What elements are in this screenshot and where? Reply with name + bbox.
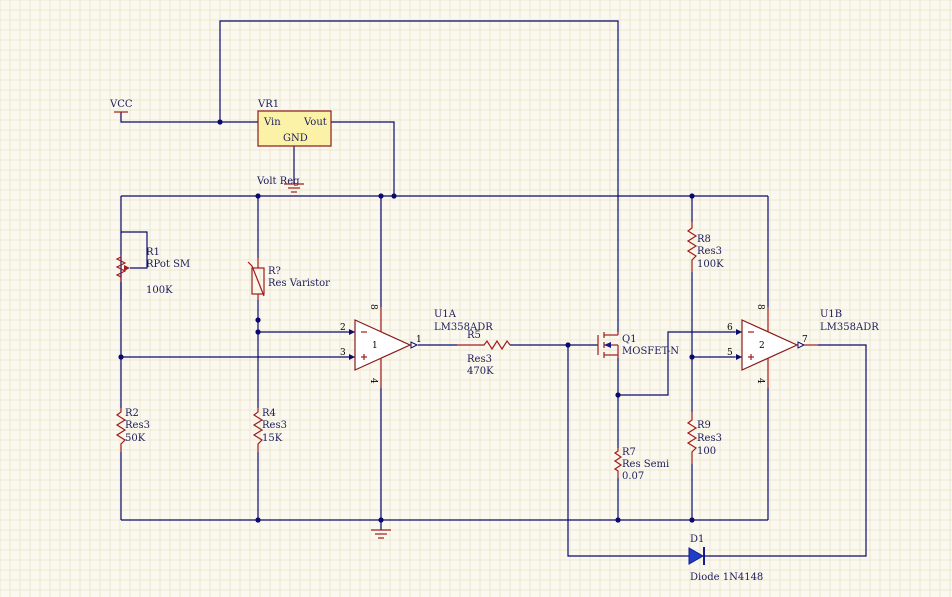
r4-value: 15K xyxy=(262,433,283,444)
rq-designator: R? xyxy=(268,266,281,277)
r9-value: 100 xyxy=(697,446,716,457)
u1a-pin-vminus: 4 xyxy=(368,378,378,384)
u1a-part: LM358ADR xyxy=(434,322,493,333)
resistor-r5[interactable]: R5 Res3 470K xyxy=(457,330,511,377)
r2-value: 50K xyxy=(125,433,146,444)
varistor-r-unknown[interactable]: R? Res Varistor xyxy=(247,258,330,300)
u1b-pin-out: 7 xyxy=(802,335,808,345)
r7-value: 0.07 xyxy=(622,471,644,482)
vr1-pin-gnd: GND xyxy=(283,133,308,144)
r8-type: Res3 xyxy=(697,246,722,257)
u1b-designator: U1B xyxy=(820,309,842,320)
u1a-pin-vplus: 8 xyxy=(368,304,378,310)
resistor-r2[interactable]: R2 Res3 50K xyxy=(115,408,150,452)
resistor-r8[interactable]: R8 Res3 100K xyxy=(686,222,724,272)
d1-type: Diode 1N4148 xyxy=(690,572,763,583)
vcc-power-port[interactable]: VCC xyxy=(109,99,133,113)
u1a-designator: U1A xyxy=(434,309,457,320)
u1a-pin-out: 1 xyxy=(416,335,422,345)
rq-type: Res Varistor xyxy=(268,278,330,289)
r1-type: RPot SM xyxy=(146,259,190,270)
r9-type: Res3 xyxy=(697,433,722,444)
r5-type: Res3 xyxy=(467,354,492,365)
u1a-pin-noninv: 3 xyxy=(340,348,346,358)
diode-d1[interactable]: D1 Diode 1N4148 xyxy=(685,534,763,583)
r5-designator: R5 xyxy=(467,330,481,341)
u1b-pin-vplus: 8 xyxy=(755,304,765,310)
d1-designator: D1 xyxy=(690,534,704,545)
ground-symbol-main xyxy=(371,529,391,539)
r8-designator: R8 xyxy=(697,234,711,245)
r4-designator: R4 xyxy=(262,408,276,419)
r8-value: 100K xyxy=(697,259,724,270)
r2-designator: R2 xyxy=(125,408,139,419)
resistor-r7[interactable]: R7 Res Semi 0.07 xyxy=(613,447,669,482)
r7-designator: R7 xyxy=(622,447,636,458)
r7-type: Res Semi xyxy=(622,459,669,470)
u1b-pin-vminus: 4 xyxy=(755,378,765,384)
ground-symbol-regulator xyxy=(284,183,304,193)
u1a-unit: 1 xyxy=(372,341,378,351)
u1b-pin-inv: 6 xyxy=(727,323,733,333)
r2-type: Res3 xyxy=(125,420,150,431)
vr1-pin-vin: Vin xyxy=(263,117,281,128)
r5-value: 470K xyxy=(467,366,494,377)
q1-designator: Q1 xyxy=(622,334,637,345)
vcc-label: VCC xyxy=(109,99,133,110)
wire-net xyxy=(120,20,867,557)
u1b-pin-noninv: 5 xyxy=(727,348,733,358)
opamp-u1a[interactable]: 2 3 1 1 8 4 U1A LM358ADR xyxy=(340,304,493,388)
r1-designator: R1 xyxy=(146,247,160,258)
q1-type: MOSFET-N xyxy=(622,346,679,357)
u1b-part: LM358ADR xyxy=(820,322,879,333)
mosfet-q1[interactable]: Q1 MOSFET-N xyxy=(597,332,679,358)
opamp-u1b[interactable]: 6 5 2 7 8 4 U1B LM358ADR xyxy=(727,304,879,388)
r1-value: 100K xyxy=(146,285,173,296)
vr1-designator: VR1 xyxy=(257,99,279,110)
u1a-pin-inv: 2 xyxy=(340,323,346,333)
u1b-unit: 2 xyxy=(759,341,765,351)
voltage-regulator-vr1[interactable]: VR1 Vin Vout GND Volt Reg xyxy=(256,99,332,187)
resistor-r4[interactable]: R4 Res3 15K xyxy=(252,408,287,452)
potentiometer-r1[interactable]: R1 RPot SM 100K xyxy=(115,247,190,296)
junction-dots xyxy=(118,119,695,523)
vr1-comment: Volt Reg xyxy=(256,176,300,187)
vr1-pin-vout: Vout xyxy=(303,117,327,128)
r4-type: Res3 xyxy=(262,420,287,431)
r9-designator: R9 xyxy=(697,420,711,431)
resistor-r9[interactable]: R9 Res3 100 xyxy=(686,412,722,464)
